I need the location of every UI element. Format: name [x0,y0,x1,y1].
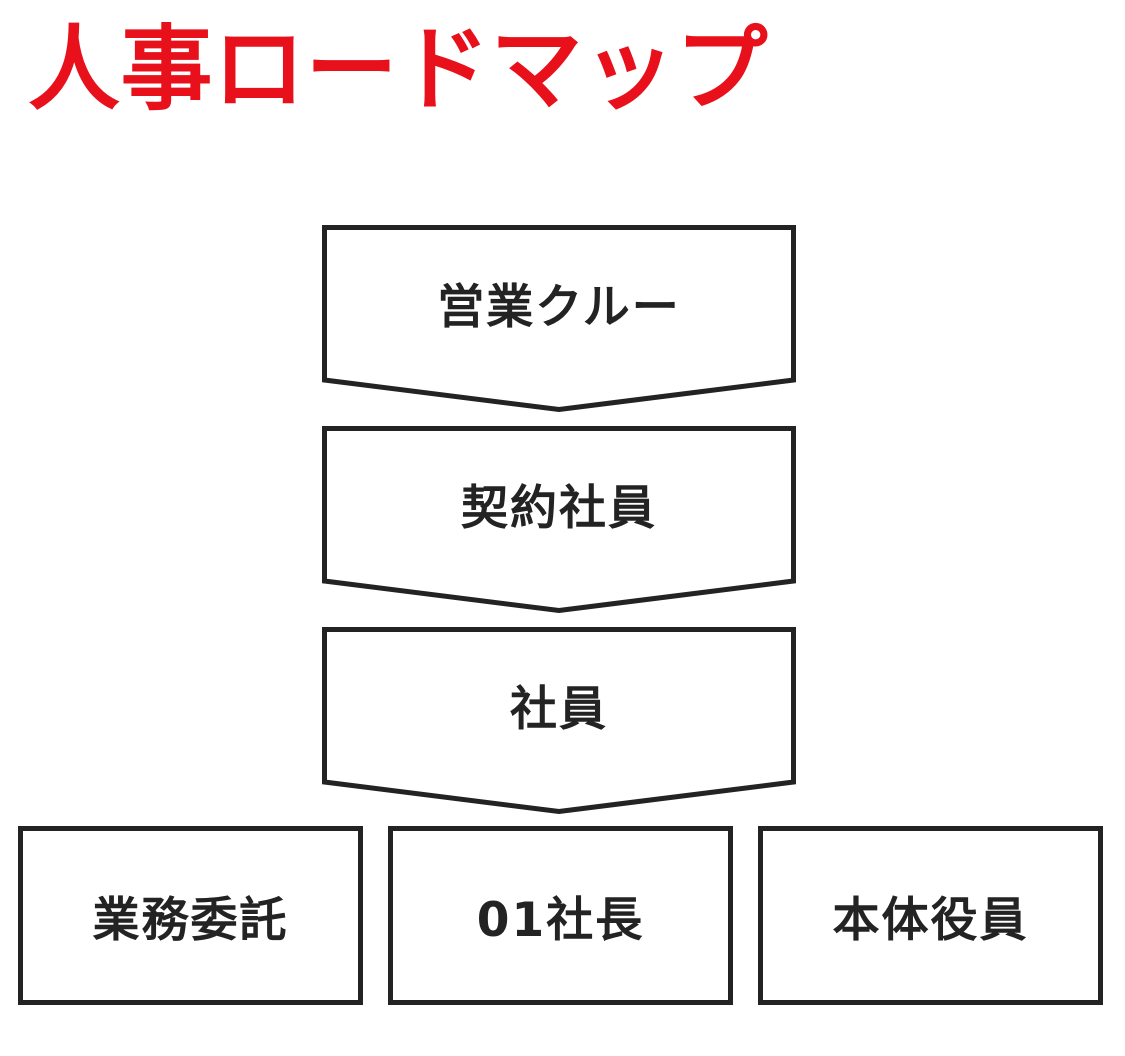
flow-stage-label: 契約社員 [461,481,657,536]
terminal-box-president[interactable]: 01社長 [388,826,733,1005]
terminal-box-corporate-officer[interactable]: 本体役員 [758,826,1103,1005]
flow-stage-contract-employee[interactable]: 契約社員 [322,426,796,613]
flow-stage-employee[interactable]: 社員 [322,627,796,814]
terminal-box-label: 業務委託 [92,893,289,948]
terminal-box-row: 業務委託 01社長 本体役員 [0,826,1125,1008]
terminal-box-label: 01社長 [476,893,645,948]
flow-stage-sales-crew[interactable]: 営業クルー [322,225,796,412]
chevron-down-icon [322,627,796,814]
terminal-box-outsourcing[interactable]: 業務委託 [18,826,363,1005]
chevron-down-icon [322,225,796,412]
flow-stage-label: 営業クルー [437,280,681,335]
chevron-down-icon [322,426,796,613]
terminal-box-label: 本体役員 [832,893,1029,948]
page-title: 人事ロードマップ [28,16,769,123]
flow-stage-label: 社員 [510,682,608,737]
